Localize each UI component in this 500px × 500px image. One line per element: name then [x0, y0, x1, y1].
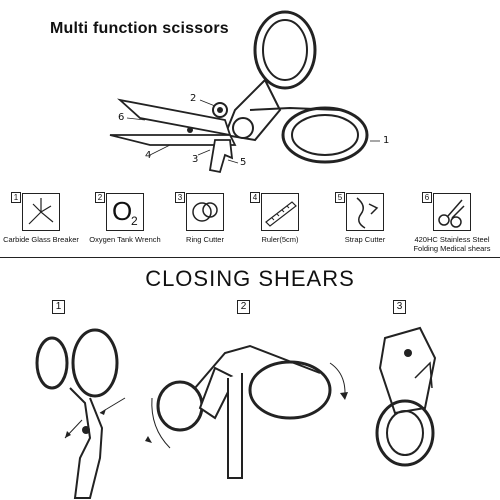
feature-ring-cutter: 3 Ring Cutter — [165, 192, 245, 244]
step-number-2: 2 — [237, 300, 250, 314]
feature-label: Strap Cutter — [344, 235, 386, 244]
step-1-illustration — [35, 328, 126, 499]
hero-scissors-illustration — [109, 10, 380, 174]
feature-label: Oxygen Tank Wrench — [89, 235, 161, 244]
step-number-3: 3 — [393, 300, 406, 314]
feature-ruler: 4 Ruler(5cm) — [240, 192, 320, 244]
feature-oxygen-wrench: 2 O 2 Oxygen Tank Wrench — [85, 192, 165, 244]
oxygen-wrench-icon: 2 O 2 — [95, 192, 144, 231]
feature-glass-breaker: 1 Carbide Glass Breaker — [1, 192, 81, 244]
feature-strap-cutter: 5 Strap Cutter — [325, 192, 405, 244]
feature-folding-shears: 6 420HC Stainless Steel Folding Medical … — [412, 192, 492, 253]
callout-3: 3 — [192, 154, 199, 165]
feature-label: Ruler(5cm) — [261, 235, 299, 244]
page-title: Multi function scissors — [50, 20, 229, 37]
glass-breaker-icon: 1 — [11, 192, 60, 231]
step-number-1: 1 — [52, 300, 65, 314]
ruler-icon: 4 — [250, 192, 299, 231]
callout-4: 4 — [145, 150, 152, 161]
feature-label: Carbide Glass Breaker — [3, 235, 79, 244]
callout-5: 5 — [240, 157, 247, 168]
feature-label: Ring Cutter — [186, 235, 224, 244]
callout-2: 2 — [190, 93, 197, 104]
feature-label: 420HC Stainless Steel — [414, 235, 490, 244]
section-title: CLOSING SHEARS — [145, 266, 355, 291]
callout-6: 6 — [118, 112, 125, 123]
step-3-illustration — [375, 326, 437, 467]
ring-cutter-icon: 3 — [175, 192, 224, 231]
folding-shears-icon: 6 — [422, 192, 471, 231]
step-2-illustration — [145, 344, 348, 479]
feature-label-2: Folding Medical shears — [413, 244, 491, 253]
callout-1: 1 — [383, 135, 390, 146]
strap-cutter-icon: 5 — [335, 192, 384, 231]
section-divider — [0, 257, 500, 258]
